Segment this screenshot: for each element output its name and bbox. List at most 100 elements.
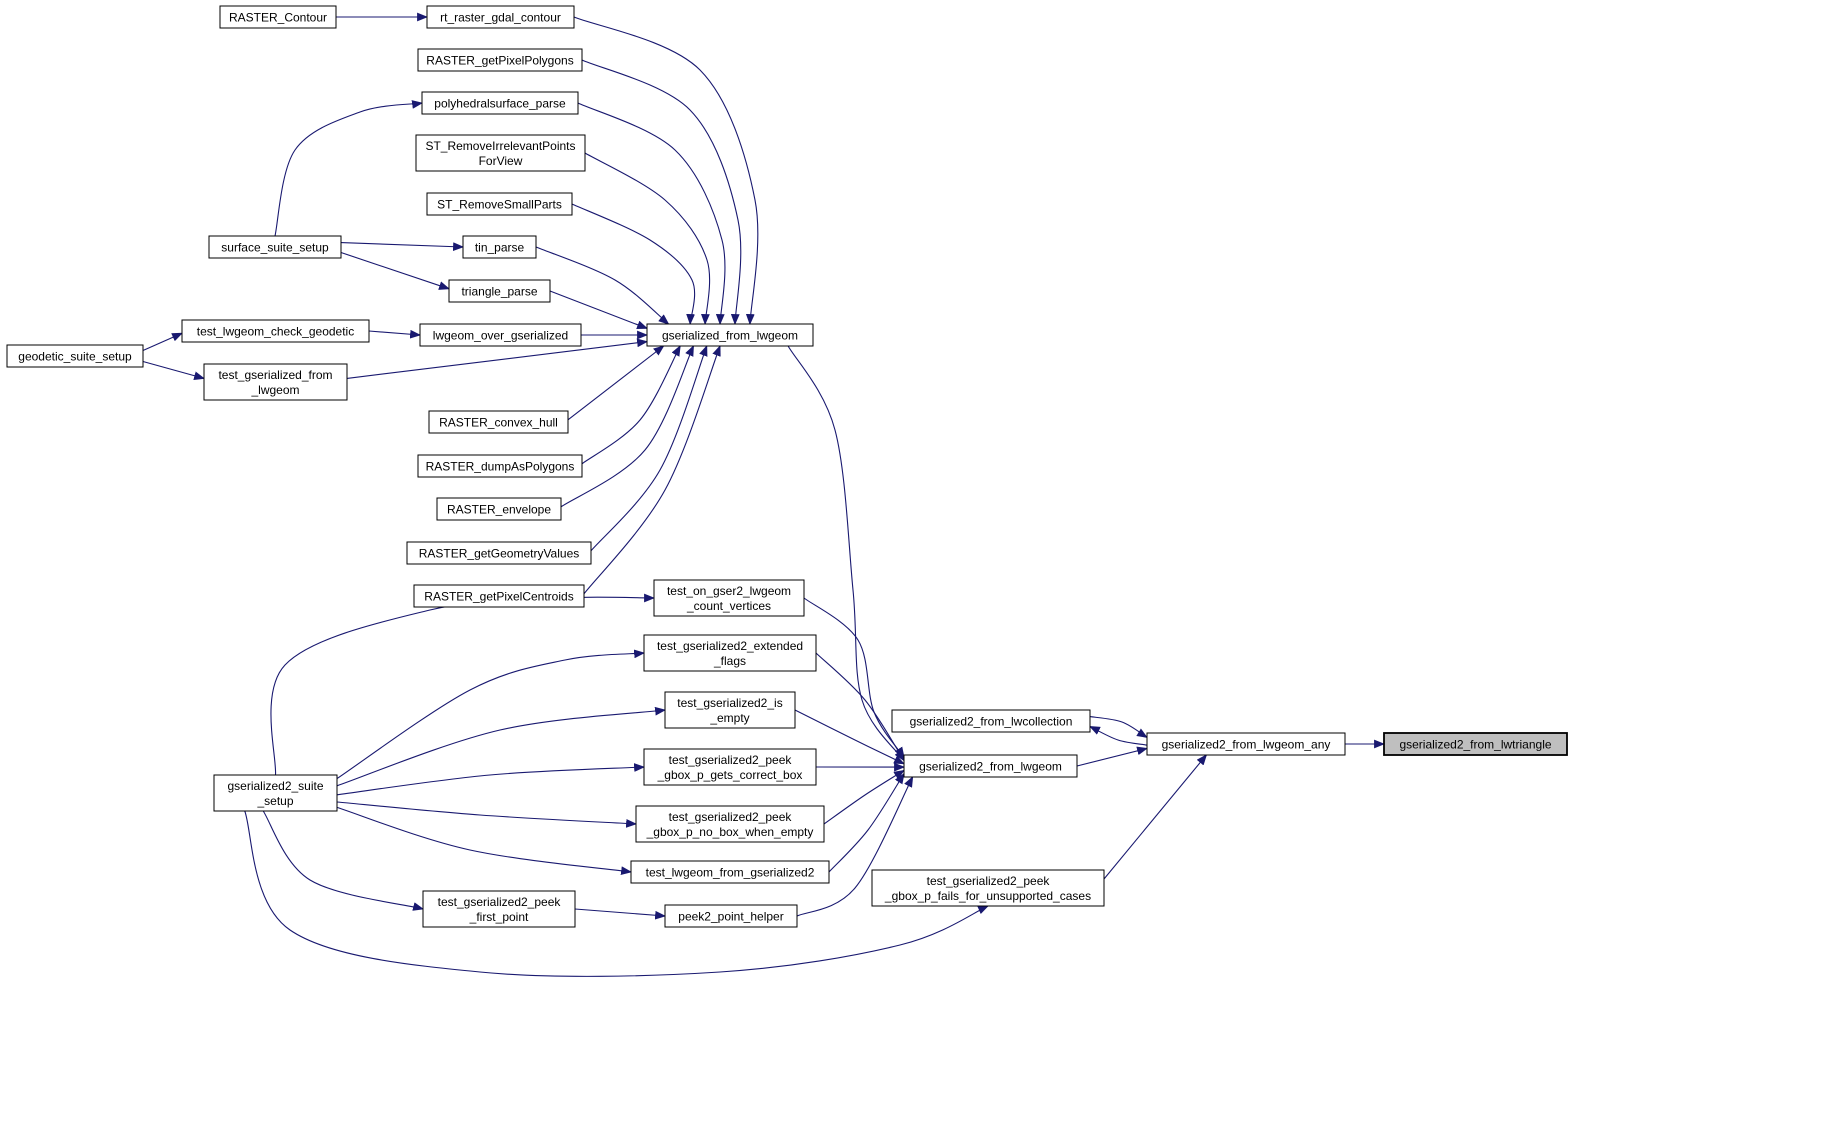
node-RASTER_envelope[interactable]: RASTER_envelope <box>436 497 562 521</box>
node-box[interactable] <box>419 323 582 347</box>
node-test_gserialized_from_lwgeom[interactable]: test_gserialized_from_lwgeom <box>203 363 348 401</box>
edge-gserialized_from_lwgeom--gserialized2_from_lwgeom <box>787 345 905 762</box>
edge-test_gserialized2_peek_gbox_p_fails_for_unsupported_cases--gserialized2_from_lwgeom_any <box>1103 754 1208 880</box>
node-test_gserialized2_peek_gbox_p_no_box_when_empty[interactable]: test_gserialized2_peek_gbox_p_no_box_whe… <box>635 805 825 843</box>
node-box[interactable] <box>1146 732 1346 756</box>
node-label: RASTER_getGeometryValues <box>419 546 580 560</box>
node-box[interactable] <box>635 805 825 843</box>
node-peek2_point_helper[interactable]: peek2_point_helper <box>664 904 798 928</box>
node-box[interactable] <box>6 344 144 368</box>
node-box[interactable] <box>406 541 592 565</box>
node-label: gserialized2_suite_setup <box>227 779 323 808</box>
edge-polyhedralsurface_parse--gserialized_from_lwgeom <box>577 102 726 326</box>
edge-surface_suite_setup--triangle_parse <box>340 251 451 290</box>
edge-peek2_point_helper--gserialized2_from_lwgeom <box>796 776 914 917</box>
node-gserialized2_suite_setup[interactable]: gserialized2_suite_setup <box>213 774 338 812</box>
node-box[interactable] <box>208 235 342 259</box>
node-box[interactable] <box>448 279 551 303</box>
edge-triangle_parse--gserialized_from_lwgeom <box>549 290 649 329</box>
node-test_gserialized2_peek_first_point[interactable]: test_gserialized2_peek_first_point <box>422 890 576 928</box>
node-test_gserialized2_peek_gbox_p_gets_correct_box[interactable]: test_gserialized2_peek_gbox_p_gets_corre… <box>643 748 817 786</box>
node-box[interactable] <box>891 709 1091 733</box>
node-box[interactable] <box>428 410 569 434</box>
node-test_on_gser2_lwgeom_count_vertices[interactable]: test_on_gser2_lwgeom_count_vertices <box>653 579 805 617</box>
node-box[interactable] <box>436 497 562 521</box>
node-label: gserialized2_from_lwcollection <box>910 714 1073 728</box>
node-gserialized2_from_lwgeom_any[interactable]: gserialized2_from_lwgeom_any <box>1146 732 1346 756</box>
node-label: test_gserialized2_peek_gbox_p_no_box_whe… <box>646 810 814 839</box>
edge-geodetic_suite_setup--test_gserialized_from_lwgeom <box>142 360 206 380</box>
edge-test_gserialized2_is_empty--gserialized2_from_lwgeom <box>794 709 905 765</box>
node-RASTER_getPixelCentroids[interactable]: RASTER_getPixelCentroids <box>413 584 585 608</box>
node-box[interactable] <box>181 319 370 343</box>
node-label: gserialized_from_lwgeom <box>662 328 798 342</box>
node-RASTER_dumpAsPolygons[interactable]: RASTER_dumpAsPolygons <box>417 454 583 478</box>
node-RASTER_getPixelPolygons[interactable]: RASTER_getPixelPolygons <box>417 48 583 72</box>
node-box[interactable] <box>417 454 583 478</box>
node-RASTER_convex_hull[interactable]: RASTER_convex_hull <box>428 410 569 434</box>
edge-gserialized2_from_lwgeom_any--gserialized2_from_lwcollection <box>1089 726 1148 746</box>
edge-RASTER_envelope--gserialized_from_lwgeom <box>560 345 694 508</box>
node-gserialized2_from_lwcollection[interactable]: gserialized2_from_lwcollection <box>891 709 1091 733</box>
node-gserialized2_from_lwtriangle-current: gserialized2_from_lwtriangle <box>1383 732 1568 756</box>
node-label: gserialized2_from_lwgeom <box>919 759 1062 773</box>
node-box[interactable] <box>462 235 537 259</box>
edge-geodetic_suite_setup--test_lwgeom_check_geodetic <box>142 332 184 352</box>
node-lwgeom_over_gserialized[interactable]: lwgeom_over_gserialized <box>419 323 582 347</box>
edge-surface_suite_setup--tin_parse <box>340 242 465 252</box>
edge-gserialized2_suite_setup--test_gserialized2_peek_gbox_p_gets_correct_box <box>336 763 646 796</box>
edge-surface_suite_setup--polyhedralsurface_parse <box>274 100 424 237</box>
node-box[interactable] <box>417 48 583 72</box>
node-test_gserialized2_is_empty[interactable]: test_gserialized2_is_empty <box>664 691 796 729</box>
node-RASTER_getGeometryValues[interactable]: RASTER_getGeometryValues <box>406 541 592 565</box>
node-gserialized_from_lwgeom[interactable]: gserialized_from_lwgeom <box>646 323 814 347</box>
node-box[interactable] <box>630 860 830 884</box>
node-box[interactable] <box>646 323 814 347</box>
node-label: gserialized2_from_lwtriangle <box>1399 737 1551 751</box>
node-polyhedralsurface_parse[interactable]: polyhedralsurface_parse <box>421 91 579 115</box>
node-test_gserialized2_peek_gbox_p_fails_for_unsupported_cases[interactable]: test_gserialized2_peek_gbox_p_fails_for_… <box>871 869 1105 907</box>
node-geodetic_suite_setup[interactable]: geodetic_suite_setup <box>6 344 144 368</box>
node-box[interactable] <box>643 748 817 786</box>
edge-gserialized2_suite_setup--test_gserialized2_is_empty <box>336 706 667 787</box>
node-label: peek2_point_helper <box>678 909 783 923</box>
edge-RASTER_convex_hull--gserialized_from_lwgeom <box>567 345 665 421</box>
node-gserialized2_from_lwgeom[interactable]: gserialized2_from_lwgeom <box>903 754 1078 778</box>
node-box[interactable] <box>871 869 1105 907</box>
node-box[interactable] <box>422 890 576 928</box>
node-tin_parse[interactable]: tin_parse <box>462 235 537 259</box>
node-box[interactable] <box>664 691 796 729</box>
node-box[interactable] <box>426 5 575 29</box>
node-box[interactable] <box>203 363 348 401</box>
node-box[interactable] <box>664 904 798 928</box>
node-label: RASTER_convex_hull <box>439 415 558 429</box>
node-label: test_on_gser2_lwgeom_count_vertices <box>667 584 791 613</box>
node-triangle_parse[interactable]: triangle_parse <box>448 279 551 303</box>
node-box[interactable] <box>426 192 573 216</box>
node-box[interactable] <box>213 774 338 812</box>
edge-rt_raster_gdal_contour--gserialized_from_lwgeom <box>573 16 759 326</box>
node-test_gserialized2_extended_flags[interactable]: test_gserialized2_extended_flags <box>643 634 817 672</box>
node-ST_RemoveSmallParts[interactable]: ST_RemoveSmallParts <box>426 192 573 216</box>
node-box[interactable] <box>219 5 337 29</box>
edge-test_gserialized2_peek_first_point--peek2_point_helper <box>574 908 667 920</box>
nodes-layer: RASTER_Contour rt_raster_gdal_contourRAST… <box>6 5 1568 928</box>
node-box[interactable] <box>653 579 805 617</box>
node-test_lwgeom_check_geodetic[interactable]: test_lwgeom_check_geodetic <box>181 319 370 343</box>
node-test_lwgeom_from_gserialized2[interactable]: test_lwgeom_from_gserialized2 <box>630 860 830 884</box>
node-box[interactable] <box>643 634 817 672</box>
node-box[interactable] <box>415 134 586 172</box>
node-surface_suite_setup[interactable]: surface_suite_setup <box>208 235 342 259</box>
node-RASTER_Contour[interactable]: RASTER_Contour <box>219 5 337 29</box>
node-box[interactable] <box>421 91 579 115</box>
edge-test_lwgeom_check_geodetic--lwgeom_over_gserialized <box>368 329 422 339</box>
node-label: test_gserialized_from_lwgeom <box>218 368 332 397</box>
edge-gserialized2_from_lwcollection--gserialized2_from_lwgeom_any <box>1089 716 1148 738</box>
edge-gserialized2_suite_setup--test_gserialized2_extended_flags <box>336 649 646 780</box>
node-rt_raster_gdal_contour[interactable]: rt_raster_gdal_contour <box>426 5 575 29</box>
node-box[interactable] <box>413 584 585 608</box>
node-box[interactable] <box>903 754 1078 778</box>
